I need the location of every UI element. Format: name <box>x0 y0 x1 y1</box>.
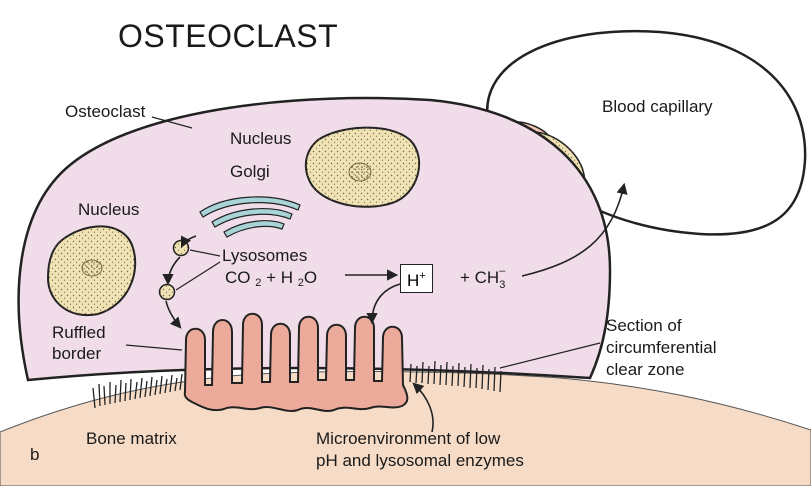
clear-zone-right <box>409 360 502 393</box>
eq-plus-h: + H <box>266 268 294 287</box>
panel-letter: b <box>30 445 40 464</box>
diagram-title: OSTEOCLAST <box>118 18 339 54</box>
eq-ch-sup: – <box>499 265 506 277</box>
h-to-ruffled-arrow <box>366 283 401 325</box>
lysosome-to-ruffled-arrow <box>165 300 182 329</box>
golgi-apparatus <box>199 196 301 238</box>
label-ruffled-line1: Ruffled <box>52 323 106 342</box>
equation-reactants: CO 2 + H 2O <box>225 267 317 294</box>
nucleolus-left <box>81 259 103 277</box>
eq-co-sub: 2 <box>255 277 262 289</box>
label-leaders <box>125 116 601 369</box>
proton-box: H+ <box>400 264 433 293</box>
eq-h: H <box>407 271 420 290</box>
eq-plus-ch: + CH <box>460 268 500 287</box>
label-ruffled-line2: border <box>52 344 102 363</box>
eq-co: CO <box>225 268 251 287</box>
label-bone-matrix: Bone matrix <box>86 429 177 448</box>
label-nucleus-left: Nucleus <box>78 200 140 219</box>
label-nucleus-top: Nucleus <box>230 129 292 148</box>
eq-h-sub: 2 <box>297 277 304 289</box>
to-capillary-arrow <box>521 182 628 277</box>
label-section-line3: clear zone <box>606 360 685 379</box>
label-blood-capillary: Blood capillary <box>602 97 713 116</box>
label-micro-line1: Microenvironment of low <box>316 429 501 448</box>
lysosome-down-arrow <box>162 256 181 286</box>
label-section-line2: circumferential <box>606 338 717 357</box>
label-micro-line2: pH and lysosomal enzymes <box>316 451 524 470</box>
label-osteoclast: Osteoclast <box>65 102 146 121</box>
nucleolus-top <box>348 162 372 182</box>
golgi-to-lysosome-arrow <box>180 235 197 249</box>
label-golgi: Golgi <box>230 162 270 181</box>
label-lysosomes: Lysosomes <box>222 246 308 265</box>
eq-ch-sub: 3 <box>499 279 506 291</box>
microenvironment-arrow <box>412 382 434 433</box>
label-section-line1: Section of <box>606 316 682 335</box>
ruffled-border <box>183 312 409 412</box>
eq-o: O <box>303 268 318 287</box>
eq-h-sup: + <box>419 270 426 282</box>
equation-bicarbonate: + CH– 3 <box>460 265 509 291</box>
